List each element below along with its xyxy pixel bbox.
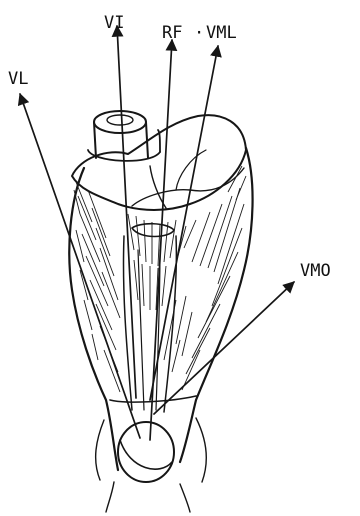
label-vmo: VMO xyxy=(300,261,331,281)
femur-head xyxy=(72,111,246,210)
label-vml: VML xyxy=(206,23,237,43)
label-vl: VL xyxy=(8,69,28,89)
vl-vector xyxy=(20,94,140,438)
label-vi: VI xyxy=(104,13,124,33)
label-rf: RF xyxy=(162,23,182,43)
label-dot: · xyxy=(194,23,204,43)
